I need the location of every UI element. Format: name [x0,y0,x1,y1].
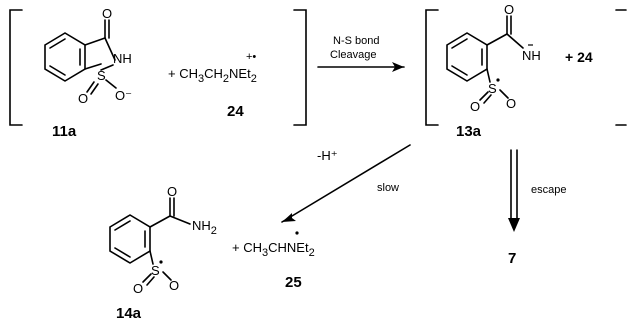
bracket-left-close [293,9,307,126]
cleavage-label-line2: Cleavage [330,49,376,61]
radical-dot-25 [295,231,299,235]
structure-11a: O NH S O O⁻ [44,6,132,106]
atom-o-left-13a: O [470,99,480,114]
atom-o-left-11a: O [78,91,88,106]
atom-o-carbonyl-11a: O [102,6,112,21]
slow-arrow-label-below: slow [377,182,399,194]
slow-arrow: -H⁺ slow [281,144,411,223]
atom-nh-13a: NH [522,48,541,63]
compound-label-24: 24 [227,103,244,120]
escape-label: escape [531,184,566,196]
atom-s-11a: S [97,68,106,83]
atom-o-carbonyl-13a: O [504,2,514,17]
escape-arrow: escape [508,149,566,232]
atom-nh2-14a: NH2 [192,218,217,237]
charge-24: +• [246,51,256,63]
bracket-right-close [615,9,627,126]
compound-label-11a: 11a [52,123,77,140]
bracket-right-open [425,9,439,126]
atom-o-carbonyl-14a: O [167,184,177,199]
formula-24: + CH3CH2NEt2 [168,66,257,85]
structure-25: + CH3CHNEt2 [232,231,315,259]
plus-24-text: + 24 [565,49,593,65]
atom-nh-11a: NH [113,51,132,66]
structure-24: + CH3CH2NEt2 +• [168,51,257,85]
atom-o-left-14a: O [133,281,143,296]
atom-o-right-14a: O [169,278,179,293]
cleavage-label-line1: N-S bond [333,35,379,47]
compound-label-25: 25 [285,274,302,291]
cleavage-arrow: N-S bond Cleavage [317,35,405,72]
atom-o-right-13a: O [506,96,516,111]
atom-o-right-11a: O⁻ [115,88,132,103]
benzene-ring-11a [44,32,86,82]
compound-label-7: 7 [508,250,516,267]
formula-25: + CH3CHNEt2 [232,240,315,259]
bracket-left-open [9,9,23,126]
compound-label-13a: 13a [456,123,482,140]
structure-14a: O NH2 S O O [109,184,217,296]
benzene-ring-14a [109,214,151,264]
radical-dot-13a [496,78,500,82]
atom-s-13a: S [488,81,497,96]
compound-label-14a: 14a [116,305,142,322]
structure-13a: O NH S O O [446,2,541,114]
slow-arrow-label-above: -H⁺ [317,148,338,163]
benzene-ring-13a [446,32,488,82]
radical-dot-14a [159,260,163,264]
atom-s-14a: S [151,263,160,278]
